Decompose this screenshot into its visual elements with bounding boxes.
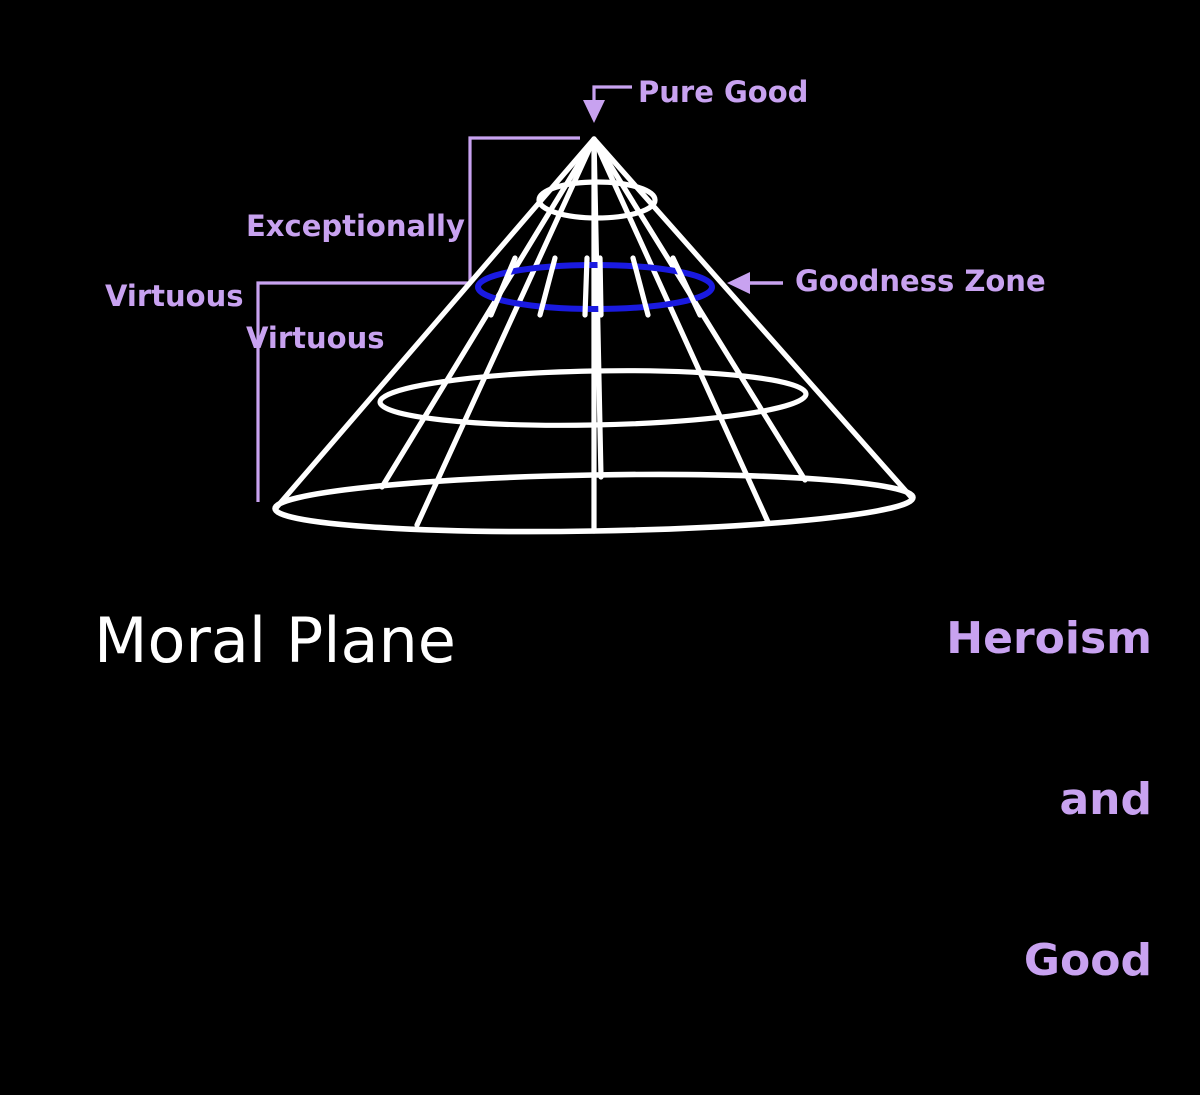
label-exceptionally-virtuous-line1: Exceptionally xyxy=(246,209,465,244)
ring-top xyxy=(536,179,658,221)
label-heroism-line2: and xyxy=(1059,774,1152,826)
cone-meridians-overlay xyxy=(488,255,703,318)
bracket-virtuous xyxy=(256,281,468,502)
label-heroism-and-good: Heroism and Good xyxy=(946,505,1152,1095)
label-exceptionally-virtuous: Exceptionally Virtuous xyxy=(246,134,465,431)
label-heroism-line3: Good xyxy=(1023,935,1152,987)
pure-good-arrow xyxy=(583,85,632,123)
ring-base xyxy=(272,471,916,535)
goodness-zone-arrow xyxy=(727,272,783,294)
label-exceptionally-virtuous-line2: Virtuous xyxy=(246,320,385,355)
ring-mid xyxy=(377,368,809,428)
label-goodness-zone: Goodness Zone xyxy=(795,264,1046,298)
bracket-exceptionally-virtuous xyxy=(468,136,580,283)
cone-wireframe-svg xyxy=(256,85,916,535)
label-virtuous: Virtuous xyxy=(105,279,244,313)
label-heroism-line1: Heroism xyxy=(946,613,1152,665)
label-moral-plane: Moral Plane xyxy=(94,604,456,677)
label-pure-good: Pure Good xyxy=(638,75,809,109)
diagram-canvas: Pure Good Exceptionally Virtuous Virtuou… xyxy=(94,75,1152,987)
ring-goodness-zone xyxy=(475,262,715,312)
